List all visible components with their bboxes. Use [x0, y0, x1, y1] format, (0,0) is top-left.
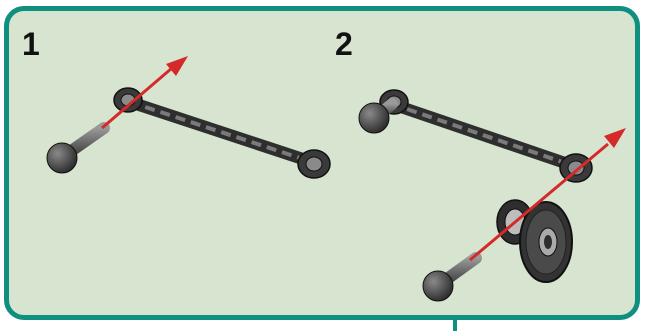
pin-icon [358, 98, 398, 134]
step-number-1: 1 [22, 26, 40, 62]
wheel-icon [496, 199, 573, 283]
step-number-2: 2 [335, 26, 353, 62]
chain-icon [113, 87, 331, 179]
chain-icon [379, 89, 593, 183]
bottom-marker [453, 320, 457, 331]
arrow-icon [469, 128, 626, 262]
step-1-assembly [46, 56, 331, 179]
pin-icon [422, 252, 482, 302]
step-2-assembly [358, 89, 626, 302]
pin-icon [46, 122, 110, 174]
arrow-icon [101, 56, 188, 130]
